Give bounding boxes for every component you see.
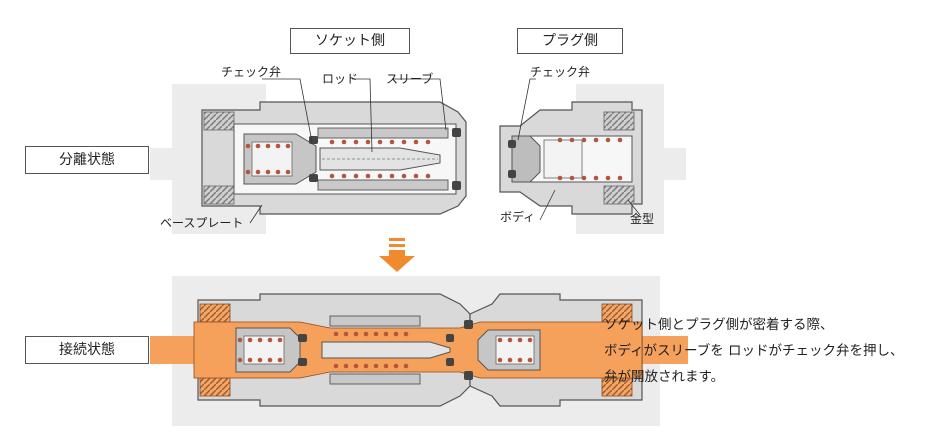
socket-thread-top — [203, 111, 235, 131]
description-line: ボディがスリーブを ロッドがチェック弁を押し、 — [604, 343, 904, 359]
connected-thread — [199, 377, 231, 397]
connected-thread — [199, 303, 231, 323]
plug-port-stub — [662, 148, 686, 180]
o-ring-icon — [452, 128, 461, 137]
fluid-outlet — [640, 336, 688, 364]
coupling-connected — [150, 276, 688, 426]
callout-mold: 金型 — [630, 212, 655, 226]
o-ring-icon — [309, 136, 318, 144]
o-ring-icon — [452, 181, 461, 190]
socket-side-label: ソケット側 — [290, 28, 410, 54]
socket-separated — [150, 78, 467, 234]
callout-check-valve-plug: チェック弁 — [530, 65, 591, 79]
socket-sleeve-bottom — [317, 179, 449, 191]
callout-sleeve: スリーブ — [386, 72, 434, 86]
connected-springs — [237, 331, 533, 369]
plug-separated — [499, 78, 686, 234]
callout-base-plate: ベースプレート — [160, 216, 244, 230]
socket-port-stub — [150, 148, 174, 180]
separated-state-label: 分離状態 — [25, 146, 149, 174]
description-text: ソケット側とプラグ側が密着する際、 ボディがスリーブを ロッドがチェック弁を押し… — [604, 312, 924, 390]
o-ring-icon — [508, 170, 516, 178]
callout-rod: ロッド — [322, 72, 359, 86]
socket-thread-bottom — [203, 185, 235, 205]
socket-spring-small — [245, 143, 291, 175]
plug-spring — [557, 137, 623, 181]
down-arrow-icon — [379, 238, 415, 272]
plug-side-label: プラグ側 — [517, 28, 623, 54]
o-ring-icon — [309, 174, 318, 182]
connected-state-label: 接続状態 — [25, 336, 149, 364]
o-ring-icon — [508, 140, 516, 148]
plug-thread-top — [603, 111, 635, 131]
plug-leader-lines — [517, 78, 641, 221]
socket-spring-large — [329, 139, 431, 179]
socket-leader-lines — [249, 78, 447, 224]
callout-check-valve-socket: チェック弁 — [221, 65, 282, 79]
plug-check-valve — [511, 135, 541, 183]
description-line: 弁が開放されます。 — [604, 369, 725, 385]
socket-sleeve-top — [317, 127, 449, 139]
plug-thread-bottom — [603, 185, 635, 205]
description-line: ソケット側とプラグ側が密着する際、 — [604, 317, 834, 333]
callout-body: ボディ — [500, 210, 536, 224]
fluid-inlet — [150, 336, 194, 364]
